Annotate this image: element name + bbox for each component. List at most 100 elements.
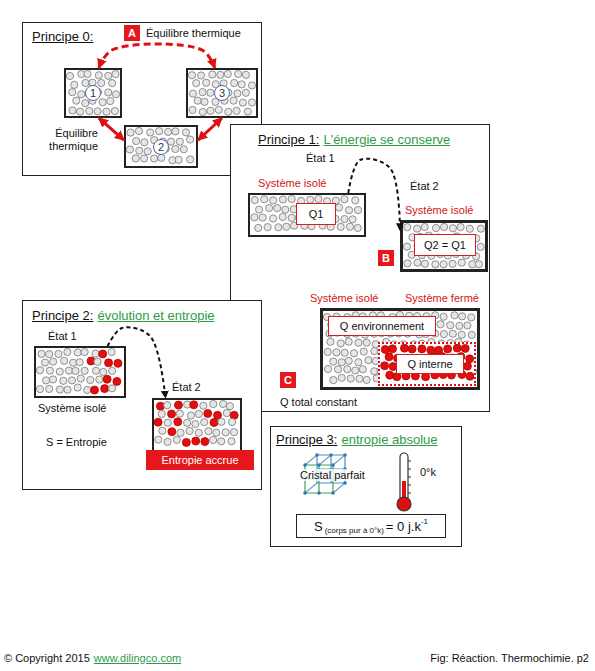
particle <box>82 100 89 107</box>
particle <box>38 350 45 357</box>
particle <box>413 225 420 232</box>
particle <box>404 260 411 267</box>
particle <box>65 367 72 374</box>
particle <box>440 330 447 337</box>
particle <box>113 377 121 385</box>
particle <box>156 128 163 135</box>
particle <box>200 402 207 409</box>
particle-box: 1 <box>64 68 122 118</box>
particle <box>432 224 439 231</box>
particle <box>403 243 410 250</box>
particle <box>135 127 142 134</box>
particle <box>36 386 43 393</box>
particle <box>61 357 68 364</box>
particle <box>92 367 99 374</box>
particle-box: 2 <box>124 125 198 168</box>
particle <box>189 106 196 113</box>
thermometer <box>397 453 411 511</box>
particle <box>248 99 255 106</box>
particle <box>165 128 172 135</box>
particle <box>66 72 73 79</box>
particle <box>176 410 183 417</box>
formula-box: S(corps pur à 0°k)= 0 j.k-1 <box>296 514 446 538</box>
particle <box>386 371 394 379</box>
particle <box>108 80 115 87</box>
particle <box>421 223 428 230</box>
particle <box>359 366 366 373</box>
particle <box>218 438 225 445</box>
particle <box>324 365 331 372</box>
particle <box>458 331 465 338</box>
particle <box>164 438 171 445</box>
particle <box>199 108 206 115</box>
particle <box>126 146 133 153</box>
particle <box>261 196 268 203</box>
particle <box>350 350 357 357</box>
particle <box>64 348 71 355</box>
panel-title: entropie absolue <box>341 432 437 447</box>
connector-arrow <box>198 118 222 140</box>
particle <box>432 261 439 268</box>
particle <box>385 353 393 361</box>
particle <box>238 81 245 88</box>
particle <box>228 438 235 445</box>
title-row: Principe 1:L'énergie se conserve <box>258 130 450 148</box>
particle <box>468 314 475 321</box>
annotation-label: www.dilingco.com <box>94 652 181 664</box>
particle <box>87 376 94 383</box>
box-heading: Système isolé <box>405 204 473 216</box>
particle <box>270 215 277 222</box>
particle <box>266 204 273 211</box>
particle <box>36 367 43 374</box>
particle <box>279 196 286 203</box>
particle <box>458 313 465 320</box>
particle <box>182 129 189 136</box>
particle <box>288 214 295 221</box>
particle <box>184 419 191 426</box>
particle <box>229 418 236 425</box>
particle <box>132 155 139 162</box>
system-box: Q1Système isolé <box>248 193 366 237</box>
annotation-label: Équilibre thermique <box>146 27 241 39</box>
entropy-badge: Entropie accrue <box>146 450 254 470</box>
particle <box>78 91 85 98</box>
particle <box>274 205 281 212</box>
particle <box>468 331 475 338</box>
particle <box>341 349 348 356</box>
particle <box>255 206 262 213</box>
particle <box>242 89 249 96</box>
particle <box>451 312 458 319</box>
particle <box>231 79 238 86</box>
particle <box>108 385 115 392</box>
particle <box>215 106 222 113</box>
particle <box>168 428 176 436</box>
particle <box>96 376 103 383</box>
box-text: Entropie accrue <box>161 454 238 466</box>
panel-title: évolution et entropie <box>97 308 214 323</box>
box-text: = 0 j.k <box>386 519 421 534</box>
particle <box>127 129 134 136</box>
particle <box>337 223 344 230</box>
particle-box: 3 <box>186 68 258 118</box>
title-row: Principe 2:évolution et entropie <box>32 306 215 324</box>
particle <box>72 367 79 374</box>
particle <box>354 224 361 231</box>
particle <box>172 145 179 152</box>
particle <box>174 418 182 426</box>
particle <box>210 400 217 407</box>
particle <box>356 375 363 382</box>
particle <box>156 402 164 410</box>
particle <box>77 375 84 382</box>
particle <box>100 368 107 375</box>
particle <box>204 409 212 417</box>
particle <box>404 224 411 231</box>
particle <box>172 128 179 135</box>
particle <box>158 410 165 417</box>
particle <box>112 91 119 98</box>
particle <box>103 375 111 383</box>
heat-box: Q interne <box>396 354 464 374</box>
particle <box>201 98 208 105</box>
principle-panel: État 1Système isoléÉtat 2Entropie accrue… <box>22 300 262 490</box>
particle <box>363 376 370 383</box>
